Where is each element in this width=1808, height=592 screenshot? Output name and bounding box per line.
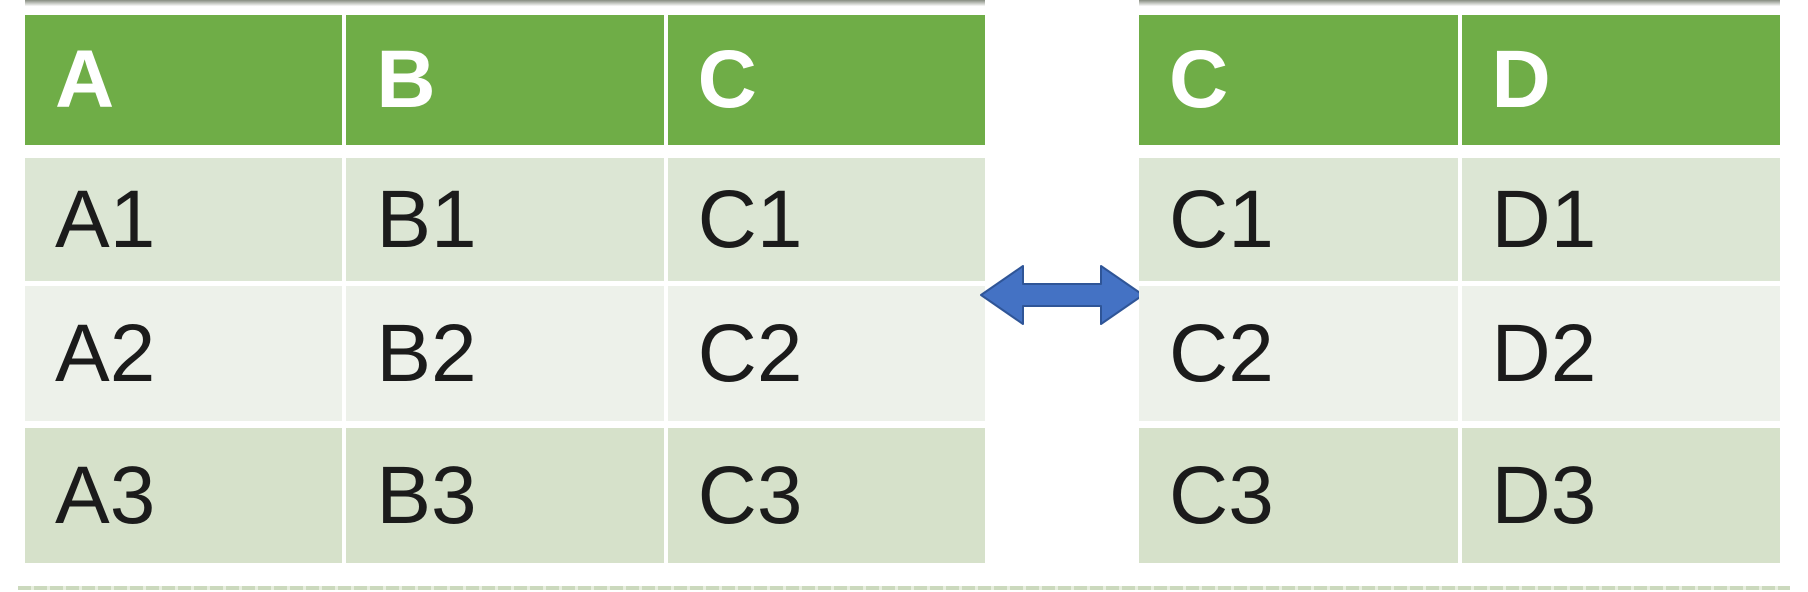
data-cell: C1 xyxy=(667,158,985,281)
data-cell: C3 xyxy=(1139,428,1458,563)
table-row: C1 D1 xyxy=(1139,158,1780,281)
data-cell: A1 xyxy=(25,158,343,281)
left-table-header-row: A B C xyxy=(25,15,985,145)
table-row: C2 D2 xyxy=(1139,286,1780,421)
right-table-header-row: C D xyxy=(1139,15,1780,145)
data-cell: A2 xyxy=(25,286,343,421)
left-right-double-arrow-icon xyxy=(980,265,1144,325)
data-cell: B2 xyxy=(346,286,664,421)
top-edge-line-right xyxy=(1139,0,1780,7)
data-cell: A3 xyxy=(25,428,343,563)
header-cell: A xyxy=(25,15,343,145)
data-cell: C2 xyxy=(667,286,985,421)
table-row: A2 B2 C2 xyxy=(25,286,985,421)
data-cell: C1 xyxy=(1139,158,1458,281)
data-cell: C3 xyxy=(667,428,985,563)
bottom-edge-line xyxy=(18,586,1790,590)
top-edge-line-left xyxy=(25,0,985,7)
data-cell: D1 xyxy=(1461,158,1780,281)
data-cell: D2 xyxy=(1461,286,1780,421)
data-cell: B3 xyxy=(346,428,664,563)
header-cell: B xyxy=(346,15,664,145)
table-row: A1 B1 C1 xyxy=(25,158,985,281)
table-row: A3 B3 C3 xyxy=(25,428,985,563)
header-cell: C xyxy=(1139,15,1458,145)
header-cell: C xyxy=(667,15,985,145)
header-cell: D xyxy=(1461,15,1780,145)
data-cell: C2 xyxy=(1139,286,1458,421)
table-row: C3 D3 xyxy=(1139,428,1780,563)
data-cell: B1 xyxy=(346,158,664,281)
right-table: C D C1 D1 C2 D2 C3 D3 xyxy=(1139,15,1780,563)
left-table: A B C A1 B1 C1 A2 B2 C2 A3 B3 C3 xyxy=(25,15,985,563)
data-cell: D3 xyxy=(1461,428,1780,563)
